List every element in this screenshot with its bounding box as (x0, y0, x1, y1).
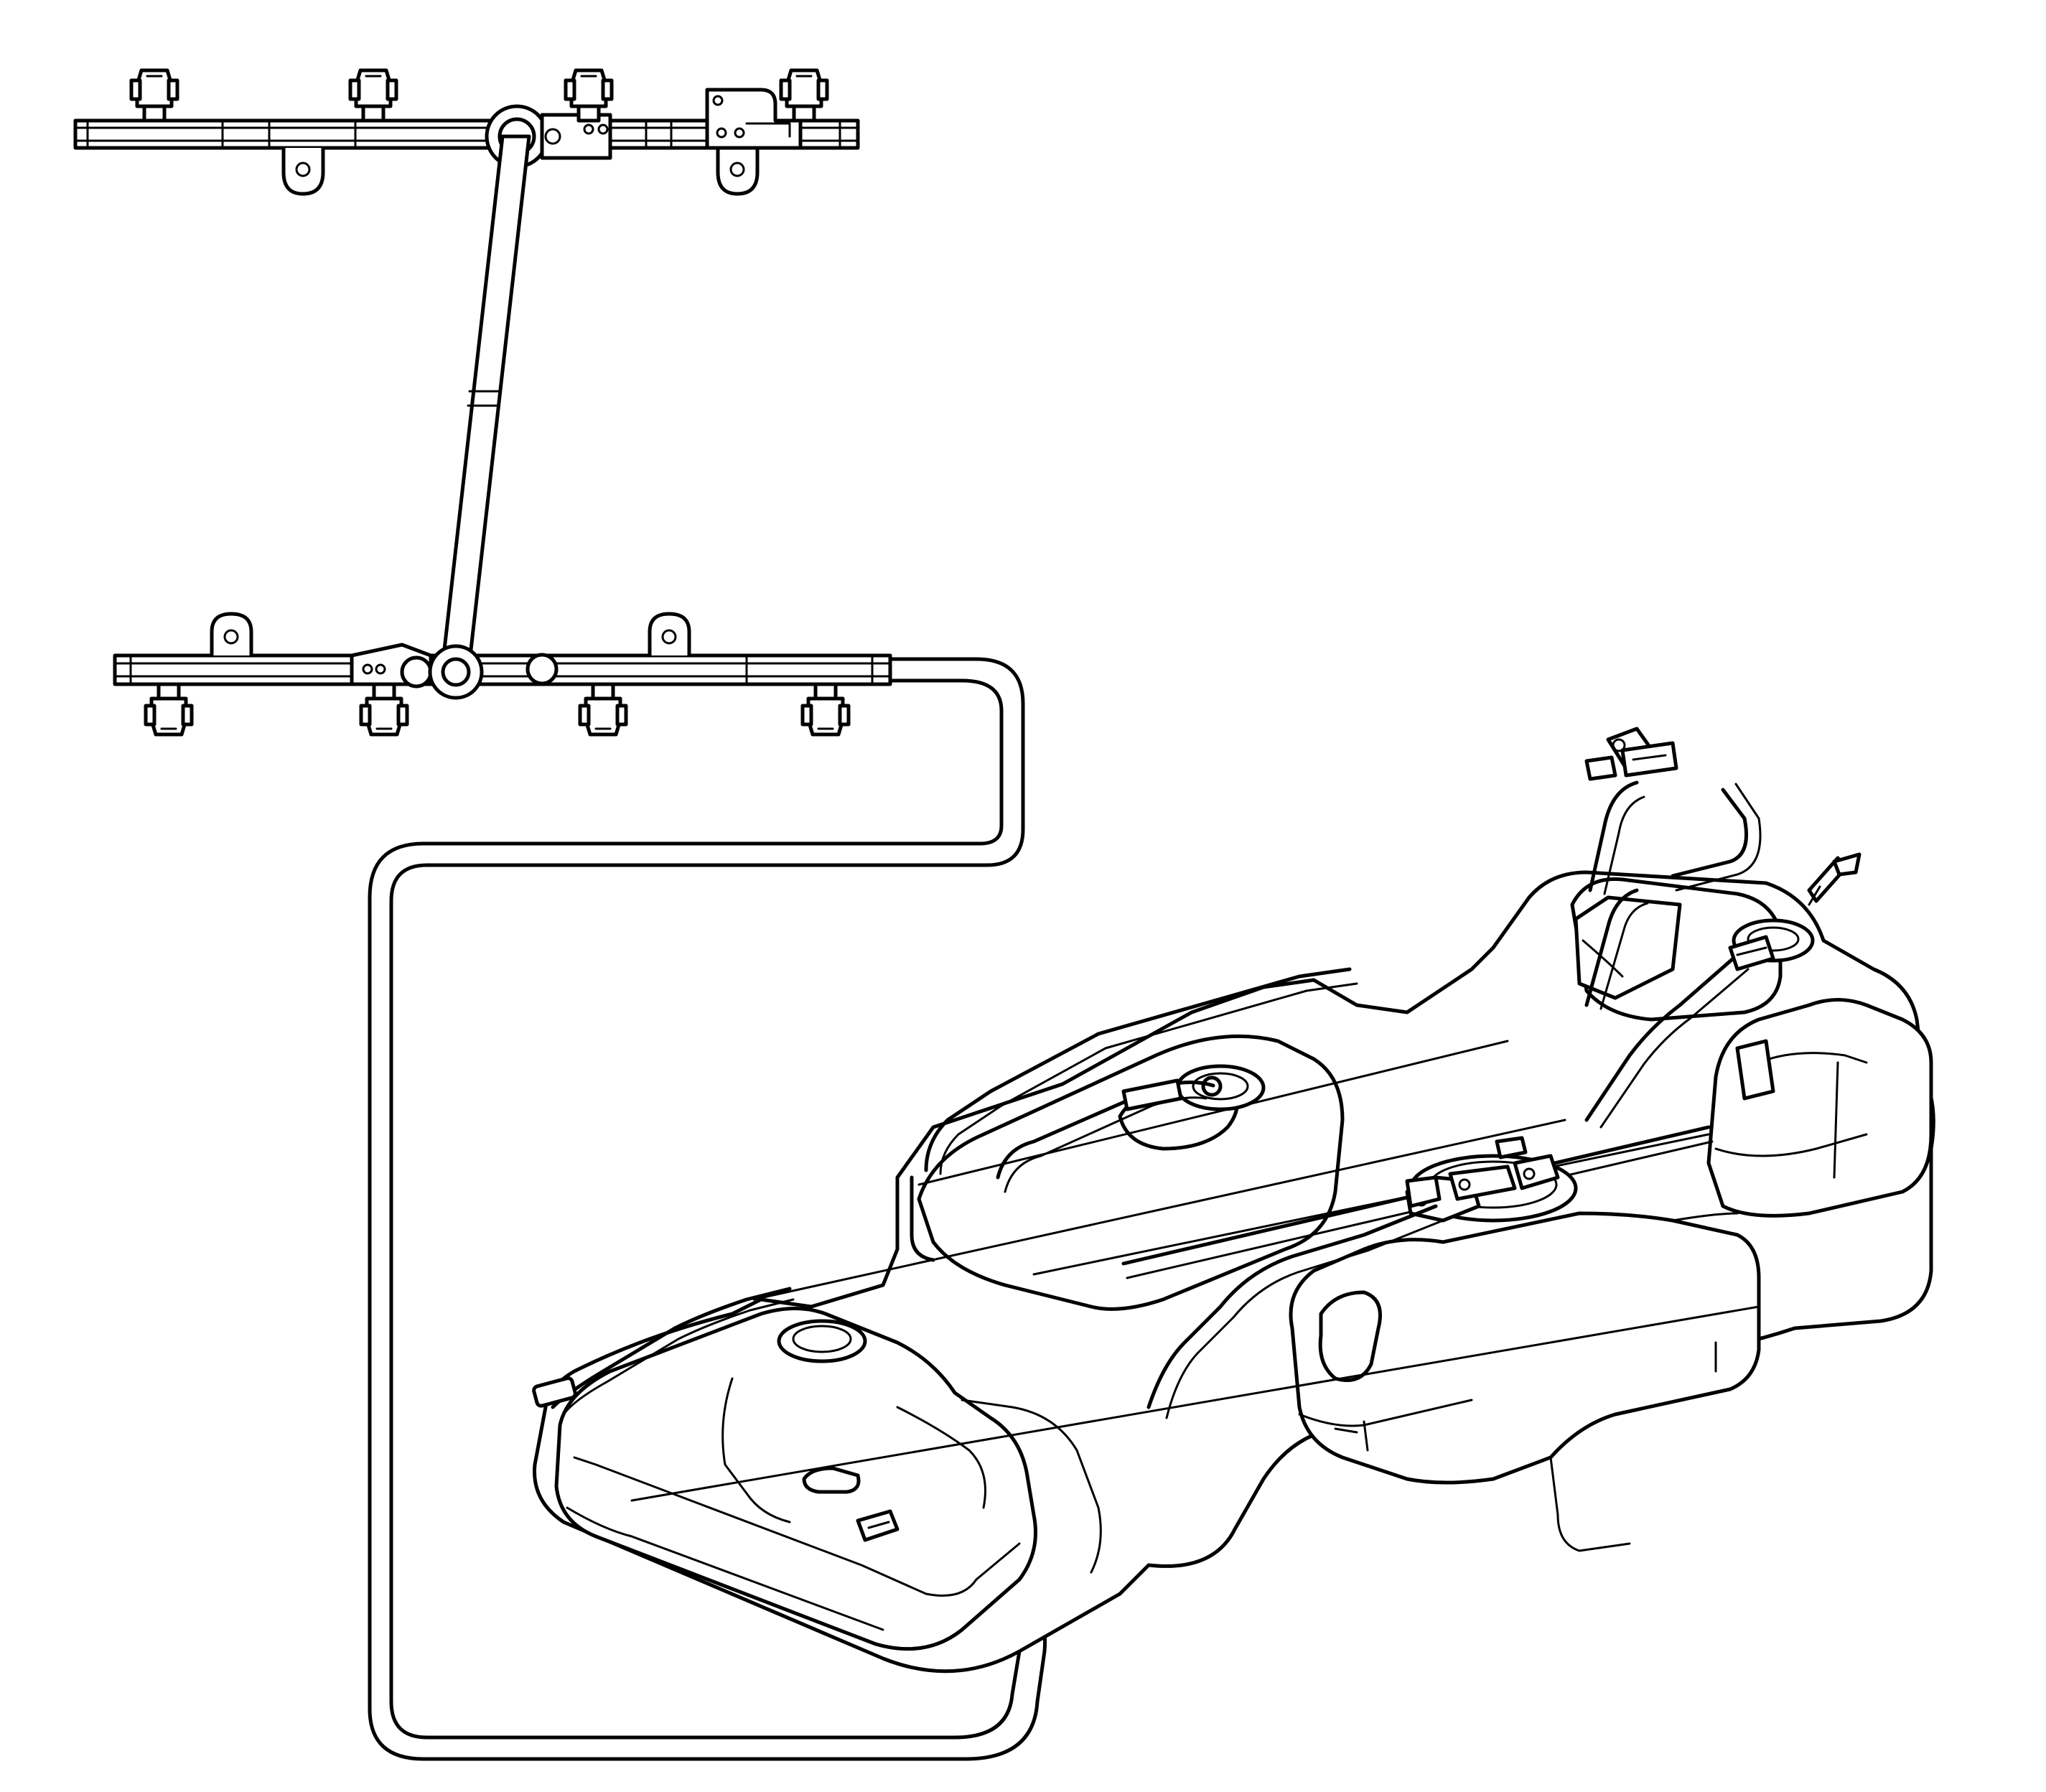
fuel-pump-module (1405, 1154, 1578, 1223)
fuel-rail-upper (73, 88, 860, 196)
fuel-rail-crossover-tube (439, 134, 531, 677)
injector-upper-2 (350, 70, 396, 121)
injector-lower-4 (803, 684, 849, 734)
injector-upper-4 (781, 70, 827, 121)
vent-line-connector (1584, 727, 1678, 781)
fuel-rail-lower (113, 612, 892, 700)
injector-lower-3 (580, 684, 626, 734)
fuel-tank (533, 870, 1935, 1674)
tank-vent-lines (532, 780, 1762, 1419)
filler-neck-fitting (1728, 852, 1862, 971)
front-quick-connector (856, 1509, 900, 1542)
injector-lower-2 (361, 684, 407, 734)
injector-upper-1 (131, 70, 177, 121)
injector-lower-1 (146, 684, 192, 734)
